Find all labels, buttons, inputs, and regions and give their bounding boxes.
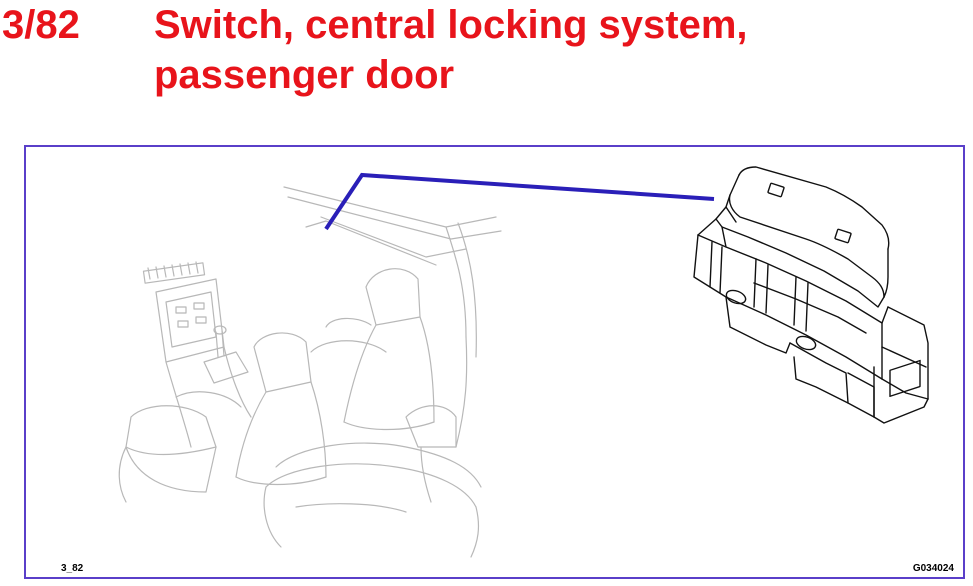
leader-line	[324, 172, 715, 231]
section-number: 3/82	[2, 3, 80, 47]
page-title: Switch, central locking system, passenge…	[154, 0, 748, 100]
figure-code-left: 3_82	[61, 563, 84, 574]
switch-component-drawing	[693, 166, 929, 424]
figure-illustration	[118, 166, 929, 558]
title-line-2: passenger door	[154, 53, 455, 97]
title-line-1: Switch, central locking system,	[154, 3, 748, 47]
figure-frame: 3_82 G034024	[24, 145, 965, 579]
car-interior-sketch	[118, 186, 502, 558]
figure-code-right: G034024	[912, 563, 954, 574]
